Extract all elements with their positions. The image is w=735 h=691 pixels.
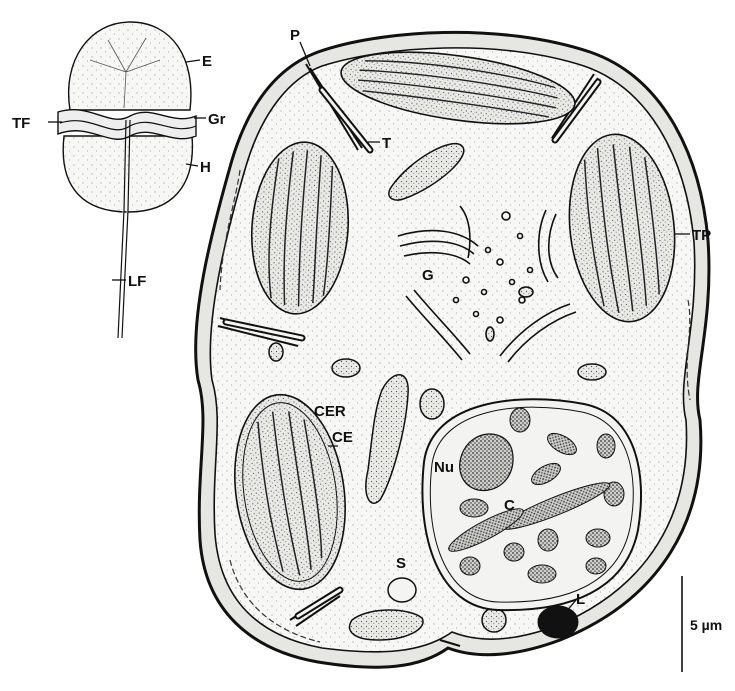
label-TF: TF — [12, 115, 30, 132]
label-C: C — [504, 497, 515, 514]
label-CER: CER — [314, 403, 346, 420]
label-L: L — [576, 591, 585, 608]
label-T: T — [382, 135, 391, 152]
starch-grain — [388, 578, 416, 602]
lipid-droplet — [538, 606, 578, 638]
girdle — [58, 110, 196, 140]
scale-bar-label: 5 µm — [690, 617, 722, 633]
nucleus — [422, 399, 641, 610]
label-TP: TP — [692, 227, 711, 244]
label-Nu: Nu — [434, 459, 454, 476]
label-P: P — [290, 27, 300, 44]
label-H: H — [200, 159, 211, 176]
label-S: S — [396, 555, 406, 572]
label-G: G — [422, 267, 434, 284]
label-Gr: Gr — [208, 111, 226, 128]
inset-cell: E TF Gr H LF — [12, 22, 226, 338]
scale-bar: 5 µm — [682, 576, 722, 672]
label-LF: LF — [128, 273, 146, 290]
cell-section: P T TP G CER CE Nu C S L — [196, 27, 712, 667]
label-CE: CE — [332, 429, 353, 446]
label-E: E — [202, 53, 212, 70]
